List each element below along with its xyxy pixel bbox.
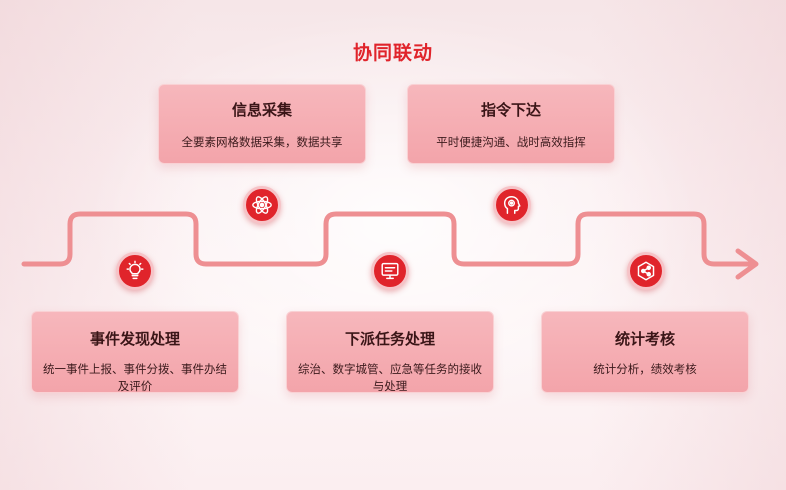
card-command-dispatch: 指令下达 平时便捷沟通、战时高效指挥 (407, 84, 615, 164)
atom-icon (243, 186, 281, 224)
brain-head-icon (493, 186, 531, 224)
card-stats-assess: 统计考核 统计分析，绩效考核 (541, 311, 749, 393)
card-desc: 统计分析，绩效考核 (593, 362, 697, 376)
card-task-dispatch: 下派任务处理 综治、数字城管、应急等任务的接收与处理 (286, 311, 494, 393)
flow-arrowhead (735, 248, 759, 280)
card-desc: 统一事件上报、事件分拨、事件办结及评价 (43, 362, 227, 393)
share-nodes-icon (627, 252, 665, 290)
card-desc: 综治、数字城管、应急等任务的接收与处理 (298, 362, 482, 393)
flow-path (21, 211, 755, 267)
card-desc: 全要素网格数据采集，数据共享 (181, 135, 343, 149)
monitor-icon (371, 252, 409, 290)
card-title: 下派任务处理 (344, 330, 435, 348)
page-title: 协同联动 (352, 42, 433, 64)
card-title: 指令下达 (480, 101, 541, 119)
card-info-collect: 信息采集 全要素网格数据采集，数据共享 (158, 84, 366, 164)
card-title: 信息采集 (231, 101, 292, 119)
card-title: 事件发现处理 (89, 330, 180, 348)
lightbulb-icon (116, 252, 154, 290)
card-event-handle: 事件发现处理 统一事件上报、事件分拨、事件办结及评价 (31, 311, 239, 393)
card-desc: 平时便捷沟通、战时高效指挥 (436, 135, 586, 149)
card-title: 统计考核 (614, 330, 675, 348)
